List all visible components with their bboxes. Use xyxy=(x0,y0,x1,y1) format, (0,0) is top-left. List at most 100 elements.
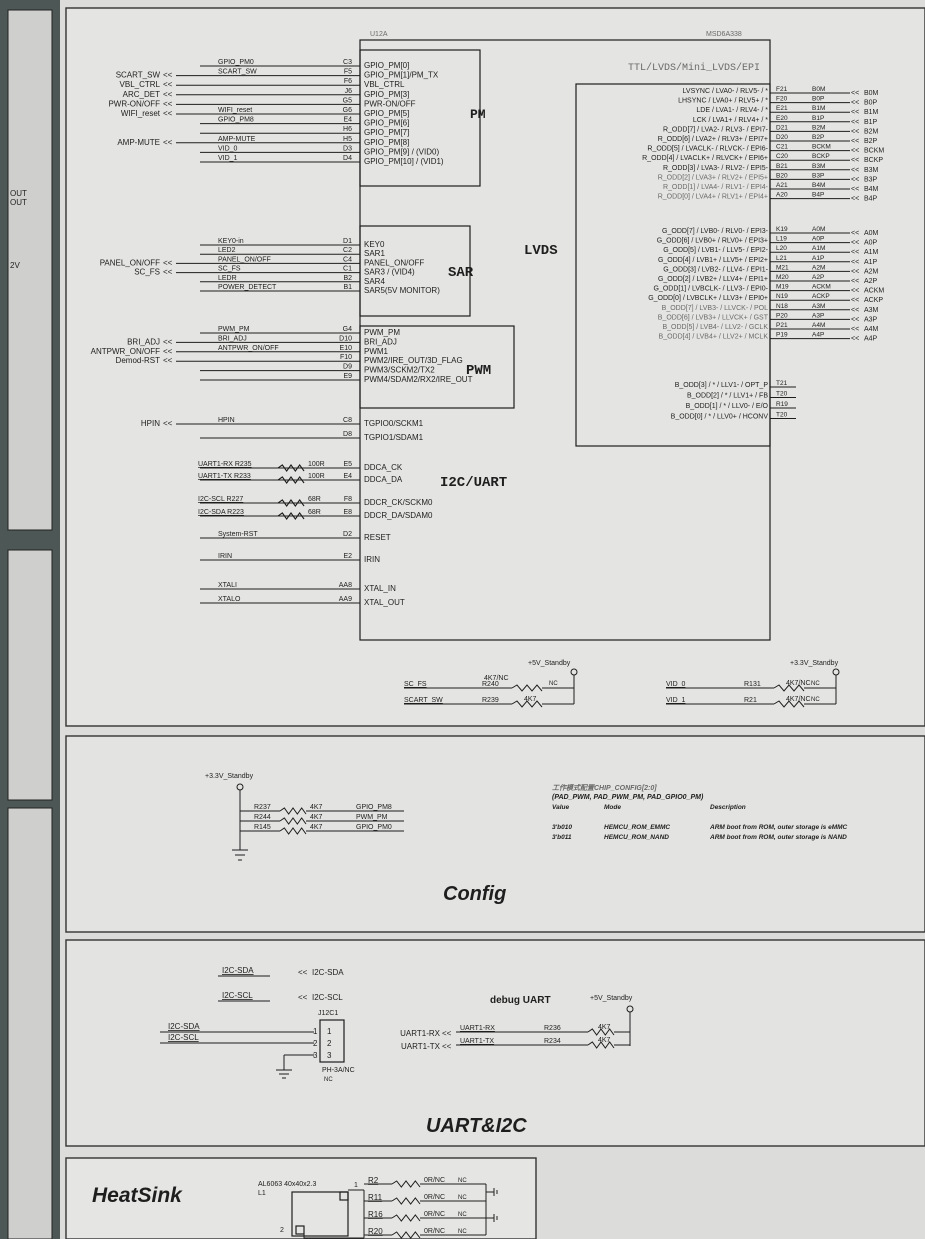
pwm-pin-name: PWM2/IRE_OUT/3D_FLAG xyxy=(364,356,463,365)
pullup-rail-5v: +5V_Standby xyxy=(528,660,571,667)
sar-wire-label: LED2 xyxy=(218,247,236,254)
strip-label-out1: OUT xyxy=(10,189,27,198)
lvds-pin-name: R_ODD[6] / LVA2+ / RLV3+ / EPI7+ xyxy=(658,136,768,143)
pm-pin-name: GPIO_PM[10] / (VID1) xyxy=(364,157,444,166)
uart-rail: +5V_Standby xyxy=(590,995,633,1002)
config-resistor-net: PWM_PM xyxy=(356,814,388,821)
lvds-pin-name: G_ODD[0] / LVBCLK+ / LLV3+ / EPI0+ xyxy=(648,295,768,302)
lvds-ball: E20 xyxy=(776,115,788,122)
lvds-net-label: BCKP xyxy=(812,153,830,160)
lvds-ball: A21 xyxy=(776,182,788,189)
lvds-net-label: B2M xyxy=(812,124,825,131)
pwm-wire-label: BRI_ADJ xyxy=(218,335,247,342)
lvds-net-label: A0P xyxy=(812,236,824,243)
lvds-port-name: A1M xyxy=(864,249,879,256)
pm-pin-name: VBL_CTRL xyxy=(364,80,405,89)
config-table-col-header: Value xyxy=(552,804,569,811)
lvds-pin-name: LDE / LVA1- / RLV4- / * xyxy=(696,107,768,114)
lvds-port-name: B2M xyxy=(864,128,879,135)
pullup-value-nc: 4K7/NC xyxy=(484,675,509,682)
heatsink-resistor-nc: NC xyxy=(458,1212,467,1218)
lvds-ball: T20 xyxy=(776,412,788,419)
pwm-ball: D10 xyxy=(339,335,352,342)
pm-port-arrow: << xyxy=(163,80,173,89)
lvds-port-name: A2P xyxy=(864,278,878,285)
pm-port-arrow: << xyxy=(163,99,173,108)
lvds-ball: N18 xyxy=(776,303,788,310)
config-table-cell: 3'b010 xyxy=(552,824,572,831)
pullup-left-value: 4K7 xyxy=(524,696,537,703)
pm-wire-label: AMP-MUTE xyxy=(218,136,256,143)
heatsink-resistor-nc: NC xyxy=(458,1178,467,1184)
lvds-port-arrow: << xyxy=(851,90,859,97)
misc-pin-name: DDCR_CK/SCKM0 xyxy=(364,498,433,507)
lvds-block xyxy=(575,83,771,447)
debug-uart-port-name: UART1-TX xyxy=(401,1042,441,1051)
pm-port-arrow: << xyxy=(163,71,173,80)
sar-pin-name: SAR3 / (VID4) xyxy=(364,268,415,277)
lvds-pin-name: LVSYNC / LVA0- / RLV5- / * xyxy=(683,88,769,95)
lvds-pin-name: G_ODD[5] / LVB1- / LLV5- / EPI2- xyxy=(663,247,768,254)
lvds-port-arrow: << xyxy=(851,240,859,247)
lvds-port-arrow: << xyxy=(851,268,859,275)
sar-port-name: PANEL_ON/OFF xyxy=(100,258,160,267)
lvds-net-label: A3P xyxy=(812,312,824,319)
lvds-net-label: A4P xyxy=(812,332,824,339)
debug-uart-port-arrow: << xyxy=(442,1029,452,1038)
heatsink-title: HeatSink xyxy=(92,1184,183,1207)
connector-part: PH-3A/NC xyxy=(322,1067,355,1074)
lvds-port-name: A3M xyxy=(864,307,879,314)
lvds-ball: L19 xyxy=(776,236,787,243)
config-table-heading: 工作模式配置CHIP_CONFIG[2:0] xyxy=(552,783,657,792)
misc-pin-name: DDCA_CK xyxy=(364,463,403,472)
lvds-pin-name: B_ODD[2] / * / LLV1+ / FB xyxy=(687,393,768,400)
debug-uart-net: UART1-TX xyxy=(460,1038,494,1045)
connector-body-pin-1: 1 xyxy=(327,1027,332,1036)
config-title: Config xyxy=(443,883,506,905)
misc-ball: F8 xyxy=(344,496,352,503)
sar-ball: C4 xyxy=(343,256,352,263)
connector-nc: NC xyxy=(324,1077,333,1083)
strip-panel-1 xyxy=(7,9,53,531)
lvds-port-name: A0M xyxy=(864,230,879,237)
heatsink-resistor-ref: R16 xyxy=(368,1210,383,1219)
debug-uart-net: UART1-RX xyxy=(460,1025,495,1032)
lvds-port-arrow: << xyxy=(851,230,859,237)
pm-ball: H6 xyxy=(343,126,352,133)
lvds-net-label: B3M xyxy=(812,163,825,170)
misc-pin-name: DDCA_DA xyxy=(364,475,403,484)
config-table-col-header: Description xyxy=(710,804,746,811)
pwm-port-arrow: << xyxy=(163,347,173,356)
lvds-ball: R19 xyxy=(776,401,788,408)
lvds-header: TTL/LVDS/Mini_LVDS/EPI xyxy=(628,62,760,74)
lvds-port-arrow: << xyxy=(851,109,859,116)
lvds-port-arrow: << xyxy=(851,128,859,135)
config-resistor-value: 4K7 xyxy=(310,824,323,831)
lvds-port-name: B1P xyxy=(864,119,878,126)
pm-pin-name: GPIO_PM[7] xyxy=(364,128,409,137)
pullup-right-net: VID_0 xyxy=(666,681,686,688)
misc-wire-label: UART1-RX R235 xyxy=(198,461,252,468)
i2c-sda-net: I2C-SDA xyxy=(222,966,254,975)
